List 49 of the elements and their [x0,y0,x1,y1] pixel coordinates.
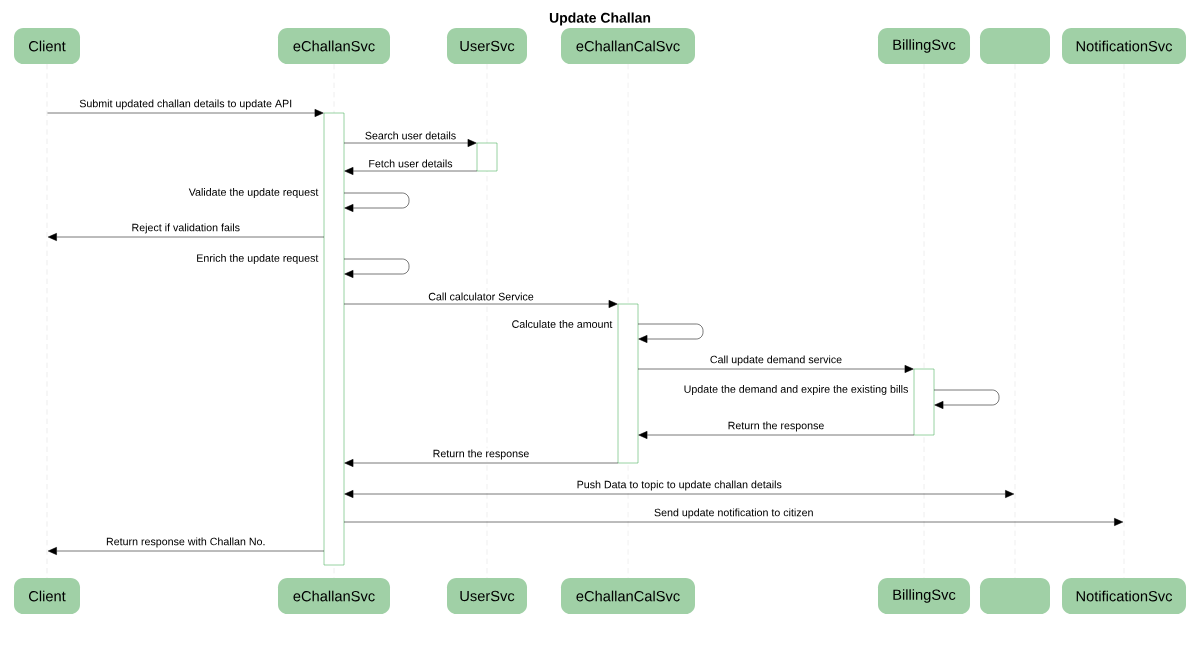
message-label: Enrich the update request [194,252,320,266]
participant-box: Client [14,578,80,614]
participant-box: NotificationSvc [1062,28,1186,64]
message-label: Call update demand service [708,354,844,367]
message-arrow [343,518,1124,526]
message-arrow [344,167,478,175]
participant-box: UserSvc [447,578,527,614]
participant-box: BillingSvc [878,28,970,64]
message-arrow [637,365,914,373]
message-label: Send update notification to citizen [652,507,815,520]
message-arrow [344,490,1015,498]
message-label: Return response with Challan No. [104,536,267,549]
self-message-arrow [637,323,704,343]
message-label: Calculate the amount [510,318,614,330]
activation-bar [913,368,935,436]
message-label: Update the demand and expire the existing bills [682,383,910,397]
message-label: Search user details [363,130,458,141]
participant-box: eChallanCalSvc [561,578,695,614]
message-arrow [47,547,325,555]
activation-bar [617,303,639,464]
participant-box: eChallanCalSvc [561,28,695,64]
participant-box: Client [14,28,80,64]
activation-bar [323,112,345,566]
message-label: Call calculator Service [426,291,536,302]
title: Update Challan [549,12,651,26]
message-arrow [344,459,619,467]
participant-box: eChallanSvc [278,578,390,614]
participant-box: UserSvc [447,28,527,64]
self-message-arrow [933,389,1000,409]
message-label: Reject if validation fails [130,222,242,235]
message-label: Return the response [431,448,531,461]
message-arrow [343,300,618,308]
message-label: Push Data to topic to update challan details [575,479,784,492]
participant-box: eChallanSvc [278,28,390,64]
message-label: Fetch user details [367,158,454,169]
self-message-arrow [343,258,410,278]
message-arrow [47,233,325,241]
activation-bar [476,142,498,172]
message-arrow [47,109,324,117]
participant-box [980,578,1050,614]
message-label: Validate the update request [187,186,320,200]
participant-box: BillingSvc [878,578,970,614]
participant-box: NotificationSvc [1062,578,1186,614]
message-label: Return the response [726,420,826,433]
message-arrow [343,139,477,147]
participant-box [980,28,1050,64]
message-arrow [638,431,915,439]
message-label: Submit updated challan details to update API [78,98,294,111]
self-message-arrow [343,192,410,212]
